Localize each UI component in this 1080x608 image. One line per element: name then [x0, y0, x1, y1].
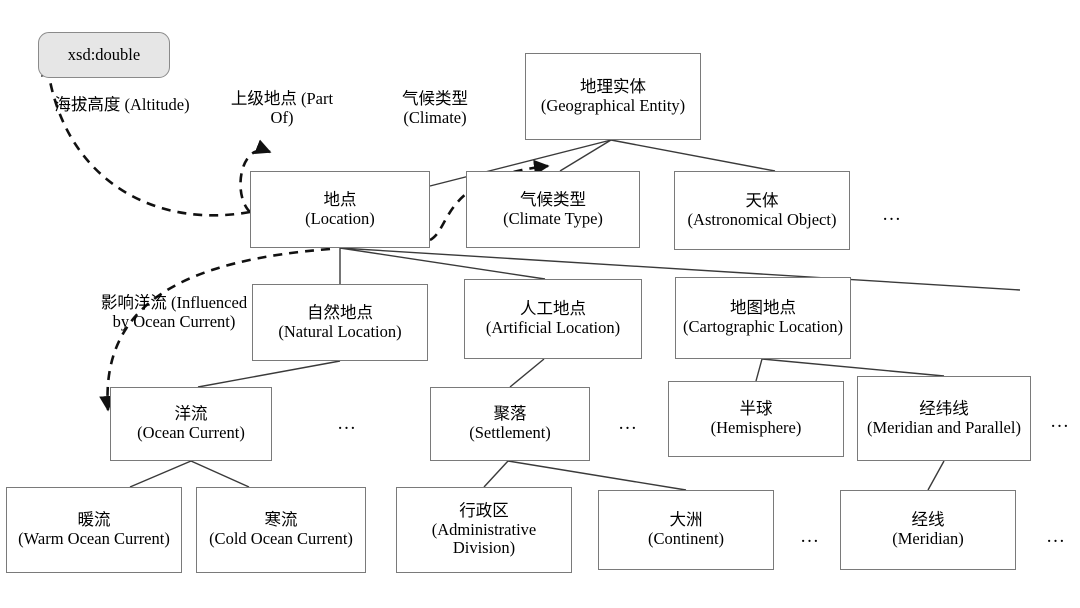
node-geographical-entity[interactable]: 地理实体 (Geographical Entity): [525, 53, 701, 140]
ellipsis-astronomical: …: [882, 205, 902, 224]
ellipsis-natural-child: …: [337, 414, 357, 433]
node-label-en: (Meridian): [892, 529, 964, 548]
node-cartographic-location[interactable]: 地图地点 (Cartographic Location): [675, 277, 851, 359]
edge-altitude: [40, 60, 251, 217]
edge-label-en: (Climate): [403, 107, 467, 127]
node-label-zh: 半球: [739, 399, 773, 419]
node-label-zh: 自然地点: [306, 302, 373, 322]
edge-settlement-administrative-division: [483, 460, 509, 488]
node-label-en: (Ocean Current): [137, 423, 245, 442]
ellipsis-continent-right: …: [800, 527, 820, 546]
node-label-zh: 大洲: [669, 510, 703, 530]
edge-label-en: (Influenced by Ocean Current): [112, 293, 248, 331]
ellipsis-text: …: [1050, 411, 1070, 432]
node-label-zh: 经线: [911, 510, 945, 530]
edge-label-en: (Part Of): [270, 89, 334, 127]
node-administrative-division[interactable]: 行政区 (Administrative Division): [396, 487, 572, 573]
node-label-zh: 寒流: [264, 510, 298, 530]
edge-settlement-continent: [507, 460, 687, 491]
node-label-en: (Settlement): [469, 423, 551, 442]
edge-label-zh: 影响洋流: [100, 293, 167, 312]
node-label-en: (Cold Ocean Current): [209, 529, 353, 548]
edge-label-altitude: 海拔高度 (Altitude): [22, 95, 222, 115]
node-label-en: (Location): [305, 208, 375, 228]
node-meridian[interactable]: 经线 (Meridian): [840, 490, 1016, 570]
node-label-en: (Meridian and Parallel): [867, 417, 1021, 437]
edge-label-text: 海拔高度 (Altitude): [54, 95, 190, 114]
node-label-en: (Artificial Location): [485, 318, 621, 337]
node-location[interactable]: 地点 (Location): [250, 171, 430, 248]
ellipsis-text: …: [618, 413, 638, 434]
node-label-zh: 气候类型: [520, 189, 586, 209]
node-settlement[interactable]: 聚落 (Settlement): [430, 387, 590, 461]
edge-ocean-current-cold: [190, 460, 250, 488]
node-label-zh: 经纬线: [919, 398, 969, 418]
node-label-en: (Astronomical Object): [687, 209, 837, 229]
edge-geographical-entity-climate-type: [559, 139, 612, 172]
node-label-zh: 暖流: [77, 510, 111, 530]
node-natural-location[interactable]: 自然地点 (Natural Location): [252, 284, 428, 361]
node-label-zh: 聚落: [493, 404, 527, 424]
node-label-zh: 地点: [323, 189, 357, 209]
edge-meridian-and-parallel-meridian: [927, 460, 945, 491]
edge-label-part-of: 上级地点 (Part Of): [228, 89, 336, 128]
node-label-zh: 洋流: [174, 404, 208, 424]
ellipsis-text: …: [882, 204, 902, 225]
node-label-en: (Administrative Division): [431, 519, 537, 558]
edge-cartographic-location-hemisphere: [755, 358, 763, 382]
node-astronomical-object[interactable]: 天体 (Astronomical Object): [674, 171, 850, 250]
edge-natural-location-ocean-current: [197, 360, 341, 388]
node-xsd-double[interactable]: xsd:double: [38, 32, 170, 78]
node-label-en: (Natural Location): [278, 321, 402, 341]
node-cold-ocean-current[interactable]: 寒流 (Cold Ocean Current): [196, 487, 366, 573]
node-meridian-and-parallel[interactable]: 经纬线 (Meridian and Parallel): [857, 376, 1031, 461]
ellipsis-text: …: [1046, 526, 1066, 547]
node-continent[interactable]: 大洲 (Continent): [598, 490, 774, 570]
edge-label-zh: 上级地点: [230, 89, 297, 108]
ellipsis-meridian-right: …: [1046, 527, 1066, 546]
edge-geographical-entity-astronomical-object: [610, 139, 776, 172]
node-climate-type[interactable]: 气候类型 (Climate Type): [466, 171, 640, 248]
ellipsis-text: …: [337, 413, 357, 434]
node-ocean-current[interactable]: 洋流 (Ocean Current): [110, 387, 272, 461]
node-artificial-location[interactable]: 人工地点 (Artificial Location): [464, 279, 642, 359]
node-label-en: (Climate Type): [503, 208, 603, 228]
node-label-en: (Geographical Entity): [540, 95, 686, 115]
node-label-zh: 天体: [745, 190, 779, 210]
edge-label-zh: 气候类型: [402, 89, 468, 108]
ellipsis-cartographic-right: …: [1050, 412, 1070, 431]
node-label-zh: 地理实体: [579, 76, 646, 96]
edge-label-climate: 气候类型 (Climate): [380, 89, 490, 128]
node-label-en: (Hemisphere): [710, 418, 802, 437]
ellipsis-artificial-child: …: [618, 414, 638, 433]
node-hemisphere[interactable]: 半球 (Hemisphere): [668, 381, 844, 457]
node-label: xsd:double: [67, 45, 141, 64]
ellipsis-text: …: [800, 526, 820, 547]
edge-cartographic-location-meridian-and-parallel: [761, 358, 945, 377]
edge-ocean-current-warm: [129, 460, 192, 488]
node-label-zh: 人工地点: [519, 299, 586, 319]
edge-location-artificial-location: [339, 247, 546, 280]
node-label-en: (Continent): [647, 529, 725, 548]
node-label-en: (Warm Ocean Current): [18, 529, 170, 548]
node-warm-ocean-current[interactable]: 暖流 (Warm Ocean Current): [6, 487, 182, 573]
node-label-zh: 行政区: [459, 500, 509, 520]
edge-artificial-location-settlement: [509, 358, 545, 388]
node-label-zh: 地图地点: [730, 298, 796, 318]
node-label-en: (Cartographic Location): [683, 317, 843, 336]
edge-label-influenced-by-ocean-current: 影响洋流 (Influenced by Ocean Current): [98, 293, 250, 332]
